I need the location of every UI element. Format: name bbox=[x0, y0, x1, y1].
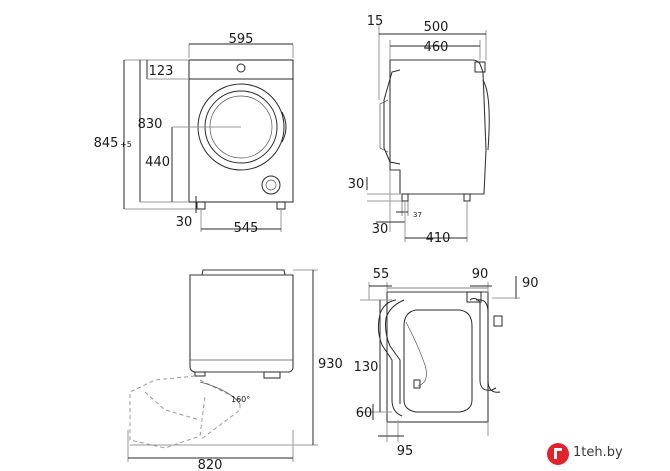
side-cabinet bbox=[389, 59, 487, 195]
door-handle bbox=[281, 111, 287, 143]
front-foot-right bbox=[276, 201, 286, 210]
dim-front-foot-span: 545 bbox=[234, 221, 259, 236]
side-view: 15 500 460 30 37 30 410 bbox=[348, 14, 490, 246]
dim-side-door-offset: 15 bbox=[367, 14, 384, 29]
rear-top-valve bbox=[466, 291, 482, 303]
front-foot-left bbox=[196, 201, 206, 210]
top-door-swing bbox=[199, 379, 241, 441]
dim-front-foot-height: 30 bbox=[176, 215, 193, 230]
rear-plug bbox=[413, 379, 421, 389]
dim-front-total-height-tolerance: +5 bbox=[120, 140, 132, 149]
watermark: 1teh.by bbox=[547, 443, 662, 465]
dim-front-width: 595 bbox=[229, 32, 254, 47]
front-view: 595 845 +5 830 123 440 30 545 bbox=[94, 32, 294, 236]
top-hinge bbox=[194, 371, 206, 377]
watermark-text: 1teh.by bbox=[573, 445, 623, 460]
side-door-rim bbox=[379, 99, 389, 153]
dim-front-body-height: 830 bbox=[138, 117, 163, 132]
rear-inlet-connector bbox=[493, 315, 503, 327]
dim-top-door-angle: 160° bbox=[231, 395, 250, 404]
dim-side-foot-span: 410 bbox=[426, 231, 451, 246]
rear-drain-hose bbox=[377, 299, 403, 417]
dim-rear-hose-height: 130 bbox=[354, 360, 379, 375]
watermark-logo-icon bbox=[547, 443, 569, 465]
dim-top-width: 820 bbox=[198, 458, 223, 471]
program-knob bbox=[236, 63, 246, 73]
dim-side-foot-offset: 37 bbox=[413, 211, 422, 219]
dim-rear-left-offset: 55 bbox=[373, 267, 390, 282]
dim-side-foot-depth: 30 bbox=[372, 222, 389, 237]
top-back-edge bbox=[201, 269, 286, 276]
rear-drain-hose-inner bbox=[385, 299, 405, 404]
filter-cap bbox=[261, 175, 281, 195]
dim-rear-top-offset: 90 bbox=[522, 276, 539, 291]
dim-rear-hose-low: 60 bbox=[356, 406, 373, 421]
side-rear-hose bbox=[482, 79, 490, 151]
filter-cap-inner bbox=[265, 179, 277, 191]
dim-front-door-center: 440 bbox=[145, 155, 170, 170]
side-foot-front bbox=[401, 193, 409, 202]
dim-rear-right-offset: 90 bbox=[472, 267, 489, 282]
rear-inlet-hose-inner bbox=[475, 299, 501, 393]
dim-top-height: 930 bbox=[318, 357, 343, 372]
dim-side-depth-total: 500 bbox=[424, 20, 449, 35]
top-door-angle-arc bbox=[199, 381, 241, 405]
rear-cabinet bbox=[386, 291, 489, 423]
front-cabinet bbox=[188, 59, 294, 203]
dim-front-top: 123 bbox=[149, 64, 174, 79]
rear-panel bbox=[403, 309, 473, 413]
dim-rear-bottom-offset: 95 bbox=[397, 444, 414, 459]
rear-top-edge bbox=[386, 287, 489, 293]
dim-side-depth-body: 460 bbox=[424, 40, 449, 55]
rear-view: 55 90 90 130 60 95 bbox=[354, 267, 539, 459]
top-view: 160° 930 820 bbox=[127, 269, 343, 471]
top-handle bbox=[263, 371, 281, 379]
rear-power-cord bbox=[405, 321, 427, 387]
dim-side-foot-height: 30 bbox=[348, 177, 365, 192]
top-door-open-inner bbox=[144, 391, 201, 421]
rear-inlet-hose bbox=[469, 297, 497, 391]
top-cabinet bbox=[189, 274, 294, 373]
side-foot-rear bbox=[463, 193, 471, 202]
side-door bbox=[383, 69, 401, 165]
side-top-valve bbox=[474, 61, 486, 73]
top-door-open-outline bbox=[129, 375, 206, 449]
dim-front-total-height: 845 bbox=[94, 136, 119, 151]
